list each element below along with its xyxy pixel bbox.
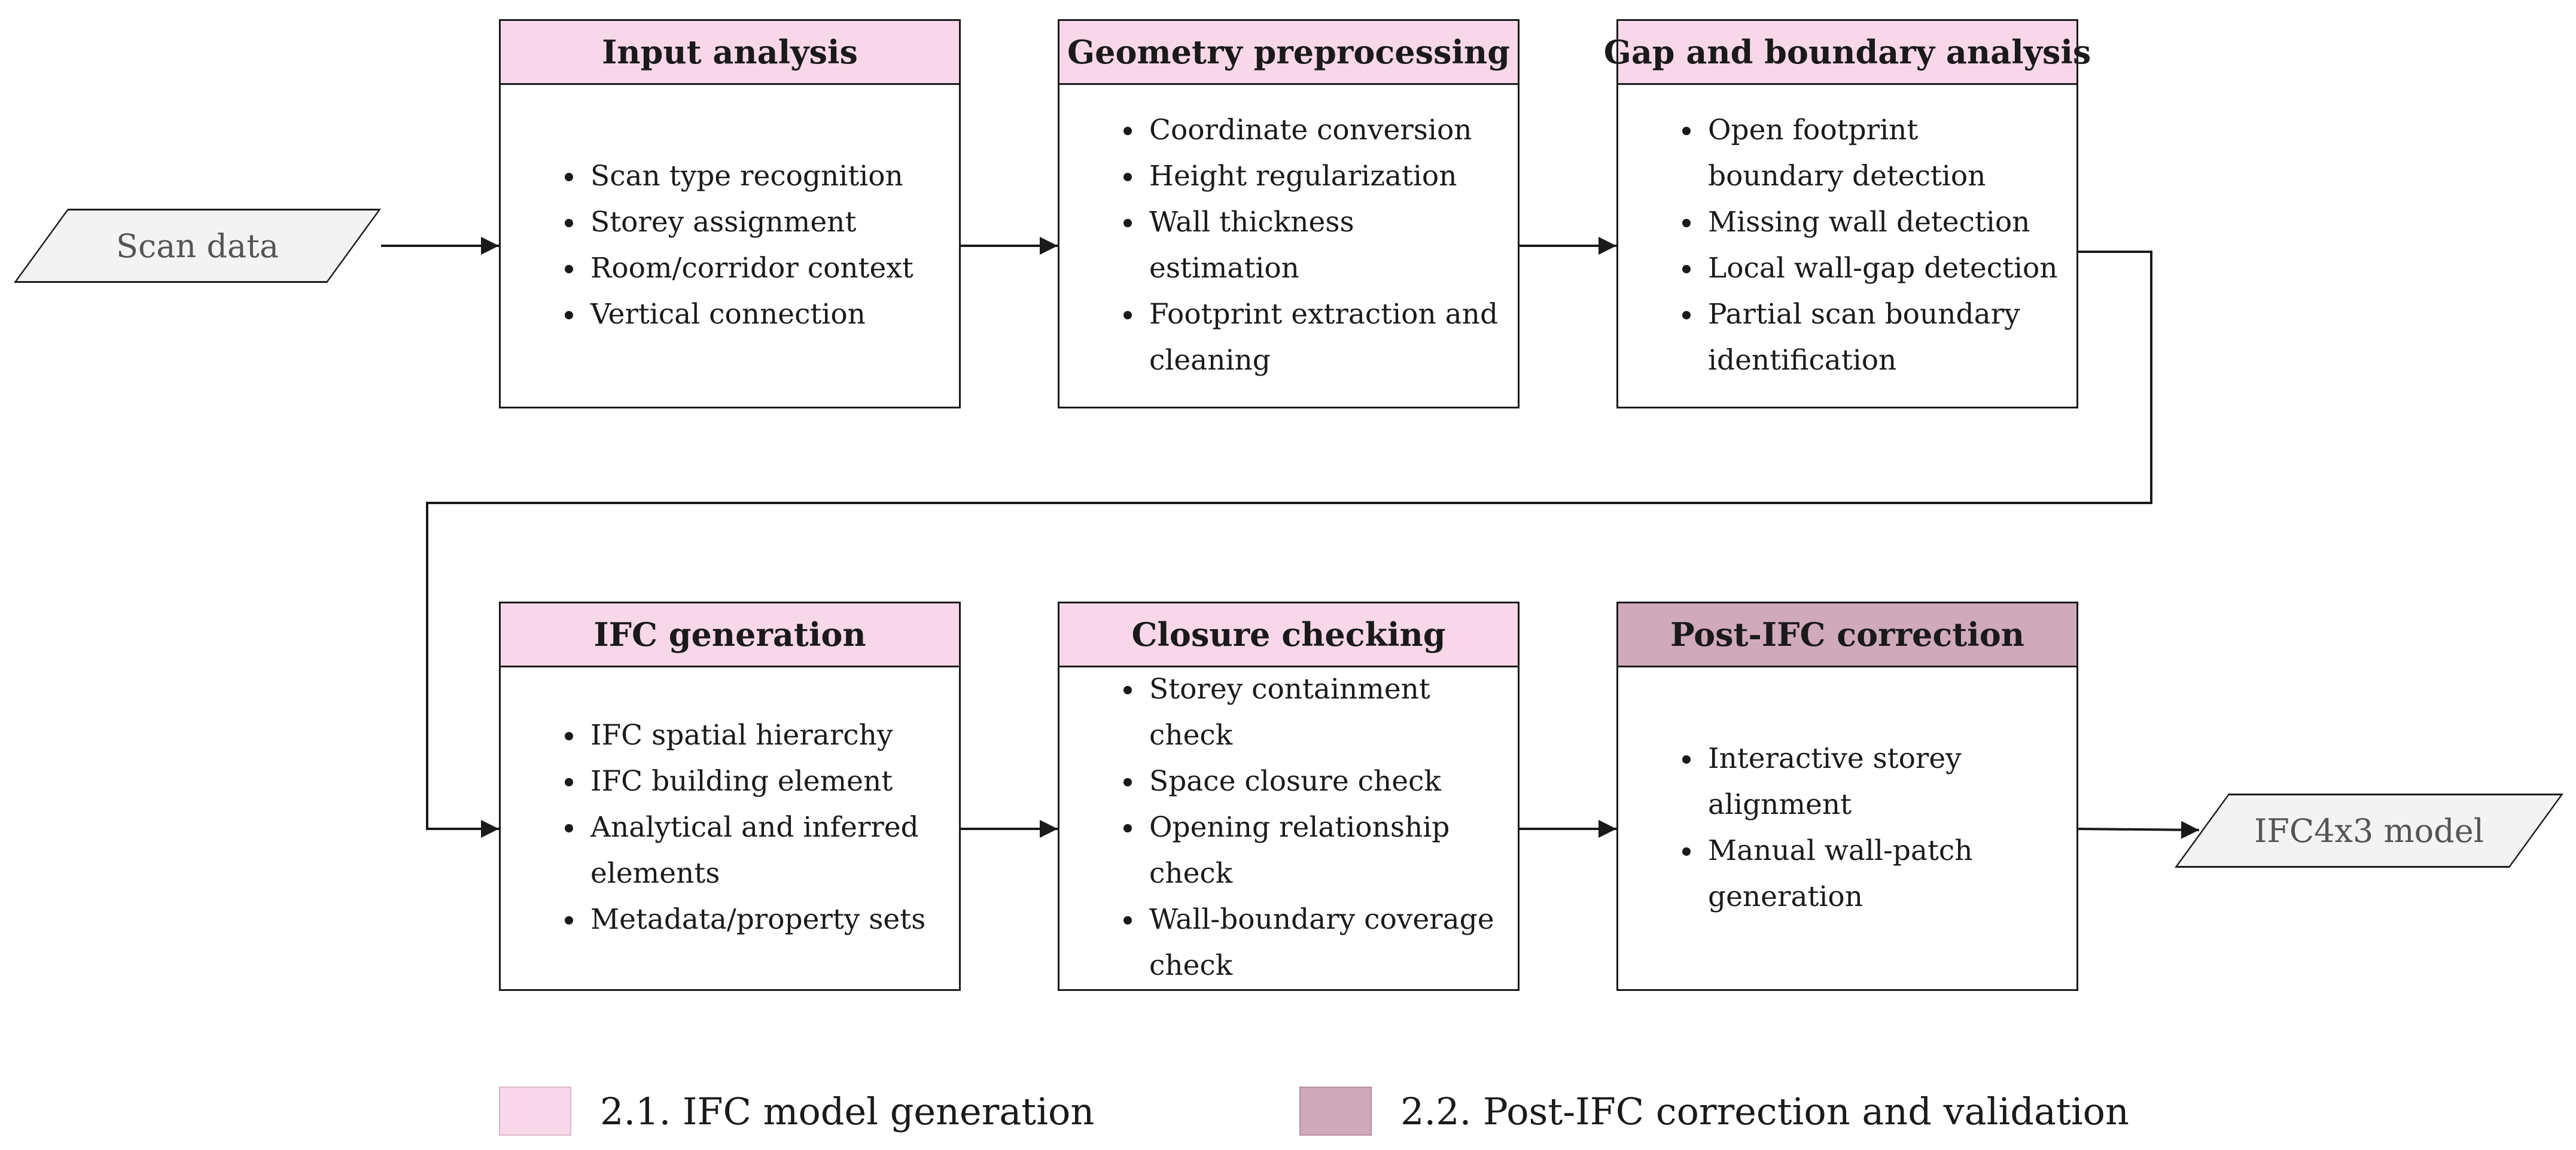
- arrow-post-to-output: [2078, 820, 2200, 839]
- step-items: Interactive storey alignment Manual wall…: [1618, 736, 2076, 920]
- step-geometry-preprocessing: Geometry preprocessing Coordinate conver…: [1058, 19, 1520, 408]
- ifc-model-label: IFC4x3 model: [2254, 812, 2484, 850]
- list-item: IFC spatial hierarchy: [586, 712, 941, 758]
- list-item: Open footprint boundary detection: [1703, 107, 2059, 199]
- step-post-ifc-correction: Post-IFC correction Interactive storey a…: [1616, 602, 2078, 991]
- list-item: Scan type recognition: [586, 153, 914, 199]
- step-title: Input analysis: [501, 21, 959, 85]
- step-items: Storey containment check Space closure c…: [1059, 666, 1518, 989]
- step-input-analysis: Input analysis Scan type recognition Sto…: [499, 19, 961, 408]
- list-item: Partial scan boundary identification: [1703, 291, 2059, 383]
- list-item: Storey containment check: [1144, 666, 1500, 758]
- step-items: IFC spatial hierarchy IFC building eleme…: [501, 712, 959, 942]
- step-title: Closure checking: [1059, 603, 1518, 667]
- list-item: Local wall-gap detection: [1703, 245, 2059, 291]
- step-ifc-generation: IFC generation IFC spatial hierarchy IFC…: [499, 602, 961, 991]
- list-item: Opening relationship check: [1144, 804, 1500, 896]
- list-item: Interactive storey alignment: [1703, 736, 2059, 828]
- list-item: Coordinate conversion: [1144, 107, 1500, 153]
- list-item: Storey assignment: [586, 199, 914, 245]
- step-items: Open footprint boundary detection Missin…: [1618, 107, 2076, 383]
- step-title: Gap and boundary analysis: [1604, 21, 2091, 85]
- step-gap-boundary-analysis: Gap and boundary analysis Open footprint…: [1604, 19, 2091, 408]
- step-title: IFC generation: [501, 603, 959, 667]
- list-item: Metadata/property sets: [586, 896, 941, 942]
- legend-swatch-light: [499, 1087, 571, 1136]
- list-item: Height regularization: [1144, 153, 1500, 199]
- legend-post-ifc-validation: 2.2. Post-IFC correction and validation: [1299, 1087, 2129, 1136]
- legend-label: 2.1. IFC model generation: [600, 1089, 1095, 1133]
- step-items: Coordinate conversion Height regularizat…: [1059, 107, 1518, 383]
- list-item: Analytical and inferred elements: [586, 804, 941, 896]
- step-title: Post-IFC correction: [1618, 603, 2076, 667]
- list-item: Missing wall detection: [1703, 199, 2059, 245]
- list-item: Vertical connection: [586, 291, 914, 337]
- list-item: Space closure check: [1144, 758, 1500, 804]
- list-item: IFC building element: [586, 758, 941, 804]
- list-item: Wall-boundary coverage check: [1144, 896, 1500, 989]
- list-item: Footprint extraction and cleaning: [1144, 291, 1500, 383]
- scan-data-node: Scan data: [13, 209, 382, 283]
- step-closure-checking: Closure checking Storey containment chec…: [1058, 602, 1520, 991]
- step-title: Geometry preprocessing: [1059, 21, 1518, 85]
- scan-data-label: Scan data: [115, 227, 279, 265]
- legend-swatch-dark: [1299, 1087, 1372, 1136]
- legend-label: 2.2. Post-IFC correction and validation: [1400, 1089, 2129, 1133]
- list-item: Manual wall-patch generation: [1703, 828, 2059, 920]
- ifc-model-output-node: IFC4x3 model: [2174, 794, 2564, 868]
- list-item: Room/corridor context: [586, 245, 914, 291]
- step-items: Scan type recognition Storey assignment …: [501, 153, 931, 337]
- arrow-gap-to-ifc: [426, 251, 2152, 838]
- list-item: Wall thickness estimation: [1144, 199, 1500, 291]
- legend-ifc-model-generation: 2.1. IFC model generation: [499, 1087, 1094, 1136]
